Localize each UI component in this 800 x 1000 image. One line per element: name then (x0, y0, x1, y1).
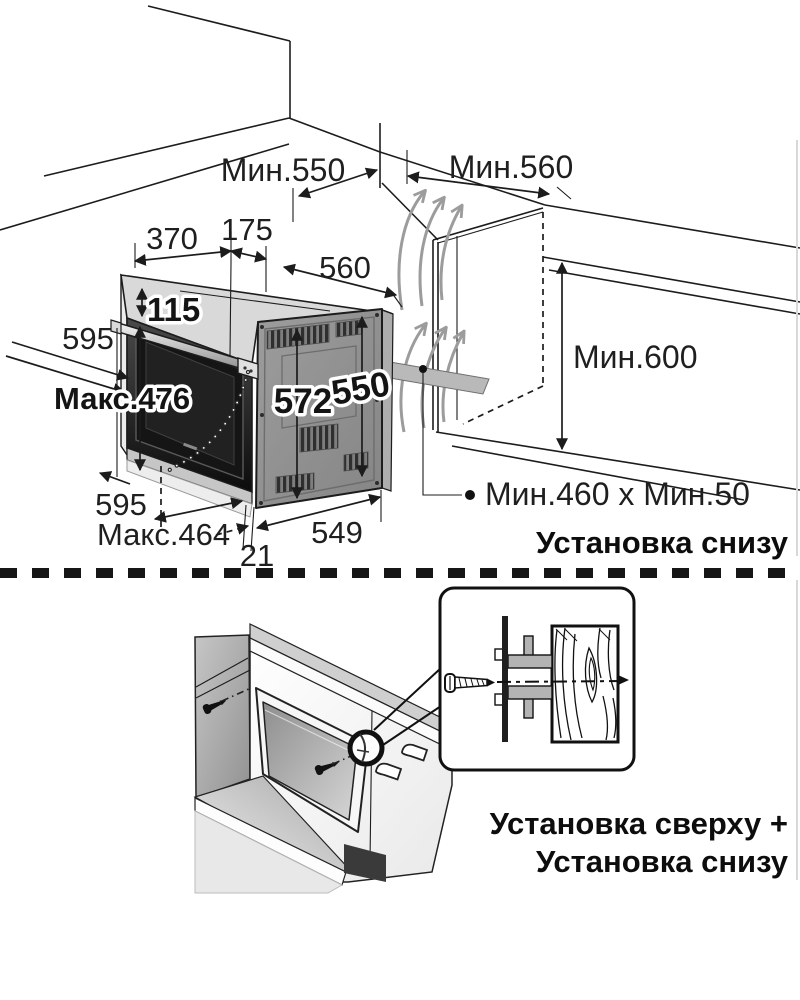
callout-line (382, 705, 442, 746)
vent-grille (275, 472, 315, 494)
d595-front-label: 595 (95, 487, 147, 522)
center-line (496, 680, 627, 683)
dimension-min600: Мин.600 (556, 261, 697, 451)
d595-side-label: 595 (62, 321, 114, 356)
dimension-595-side: 595 (5, 321, 130, 395)
ventilation-arrows (397, 192, 463, 433)
caption-install-above: Установка сверху + (490, 806, 788, 841)
oven-handle (110, 319, 259, 380)
vent-cutout-shelf (383, 361, 490, 395)
vent-cutout-callout: Мин.460 х Мин.50 (422, 373, 750, 512)
d370-label: 370 (146, 221, 198, 256)
max464-label: Макс.464 (97, 517, 230, 552)
cabinet-niche (193, 623, 453, 894)
vent-grille (335, 319, 363, 338)
mount-hook (375, 762, 403, 781)
caption-install-below-2: Установка снизу (536, 844, 789, 879)
dimension-min560: Мин.560 (406, 149, 573, 200)
callout-circle (347, 729, 385, 767)
oven-isometric (110, 273, 394, 518)
d572-label: 572 (274, 382, 332, 421)
callout-line (373, 667, 442, 731)
min600-label: Мин.600 (573, 339, 697, 375)
min550-label: Мин.550 (221, 152, 345, 188)
d175-label: 175 (221, 212, 273, 247)
dimension-115: 115 (136, 288, 204, 332)
dimension-549: 549 (255, 490, 382, 550)
dimensions: Мин.550 Мин.560 560 (5, 149, 750, 568)
d549-label: 549 (311, 515, 363, 550)
caption-install-below: Установка снизу (536, 525, 789, 560)
dimension-21: 21 (240, 504, 274, 568)
screw-tip (618, 675, 629, 685)
dimension-595-front: 595 (95, 471, 244, 523)
vent-grille (343, 451, 369, 472)
fixing-screws (202, 687, 352, 776)
door-swing-arc (160, 369, 251, 477)
oven-door-glass (145, 341, 235, 466)
vent-cutout-label: Мин.460 х Мин.50 (485, 476, 750, 512)
mount-hook (401, 743, 429, 762)
dimension-max476: Макс.476 (51, 325, 194, 477)
max476-label: Макс.476 (54, 381, 190, 416)
vent-grille (299, 423, 339, 453)
oven-dimensions-diagram: Мин.550 Мин.560 560 (0, 5, 800, 568)
min560-label: Мин.560 (449, 149, 573, 185)
mounting-bracket (494, 635, 553, 719)
d21-label: 21 (240, 538, 274, 568)
vent-cutout-point (419, 365, 427, 373)
d115-label: 115 (147, 291, 200, 328)
dimension-370-175: 370 175 (133, 212, 273, 357)
cabinet-side-panel (194, 634, 251, 800)
screw-detail-icon (444, 673, 495, 693)
dimension-min550: Мин.550 (221, 152, 379, 222)
oven-fixing-diagram: Установка сверху + Установка снизу (193, 580, 798, 894)
section-divider (0, 568, 800, 578)
dimension-max464: Макс.464 (97, 466, 250, 552)
toe-shadow (344, 844, 386, 882)
detail-inset (438, 586, 636, 772)
dimension-572: 572 (270, 328, 336, 500)
oven-flange (502, 616, 508, 742)
wood-grain (550, 624, 620, 744)
niche-back-panel (262, 701, 358, 821)
d560-label: 560 (319, 250, 371, 285)
dimension-560: 560 (282, 250, 403, 308)
screw-icon (202, 700, 227, 715)
screw-icon (314, 762, 339, 776)
